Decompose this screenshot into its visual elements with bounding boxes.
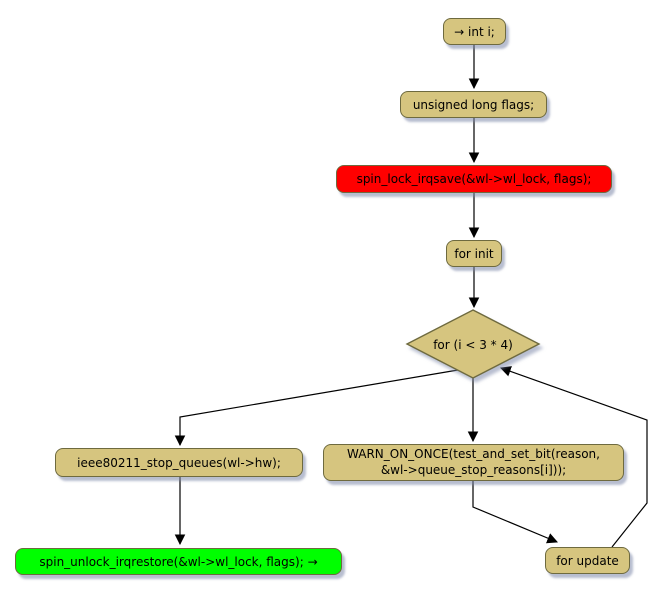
node-warn-on-once: WARN_ON_ONCE(test_and_set_bit(reason, &w… <box>323 444 624 481</box>
node-ieee80211-stop-queues: ieee80211_stop_queues(wl->hw); <box>55 448 303 477</box>
node-spin-lock-irqsave: spin_lock_irqsave(&wl->wl_lock, flags); <box>336 165 612 193</box>
for-condition-diamond <box>405 309 541 379</box>
node-start-int-i: → int i; <box>443 18 506 45</box>
node-for-init: for init <box>446 240 502 267</box>
node-declare-flags: unsigned long flags; <box>400 91 547 118</box>
node-spin-unlock-irqrestore: spin_unlock_irqrestore(&wl->wl_lock, fla… <box>15 548 342 575</box>
edge-condition-to-stopqueues <box>174 369 459 447</box>
edge-warn-to-forupdate <box>472 481 558 544</box>
edge-forupdate-to-condition <box>499 366 648 548</box>
node-for-update: for update <box>545 547 630 574</box>
for-condition-label: for (i < 3 * 4) <box>433 337 513 352</box>
